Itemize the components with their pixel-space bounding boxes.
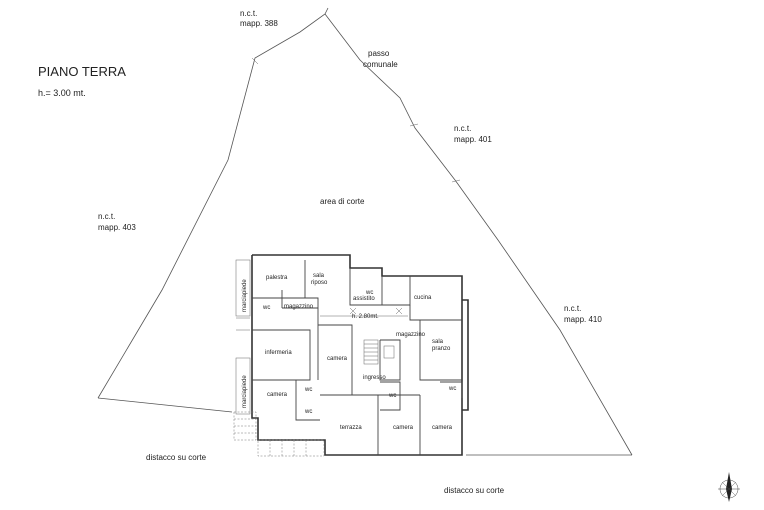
room-palestra: palestra xyxy=(266,275,288,281)
plan-title: PIANO TERRA xyxy=(38,64,126,79)
room-wc-1: wc xyxy=(262,305,270,311)
boundary-tick xyxy=(251,57,259,65)
room-infermeria: infermeria xyxy=(265,350,292,356)
height-note: h.= 3.00 mt. xyxy=(38,88,86,98)
room-wc-3: wc xyxy=(304,387,312,393)
label-comunale: comunale xyxy=(363,60,398,69)
label-nct-403: n.c.t. xyxy=(98,212,115,221)
site-boundary-bottom xyxy=(97,397,233,413)
room-cucina: cucina xyxy=(414,295,432,301)
label-distacco-left: distacco su corte xyxy=(146,453,207,462)
room-wc-4: wc xyxy=(388,393,396,399)
label-distacco-bottom: distacco su corte xyxy=(444,486,505,495)
room-marciapiede-top: marciapiede xyxy=(242,279,248,312)
label-area-corte: area di corte xyxy=(320,197,365,206)
room-wc-assistito-2: assistito xyxy=(353,296,375,302)
room-h-note: h. 2.80mt. xyxy=(352,314,379,320)
corridor-mark xyxy=(349,307,357,315)
label-mapp-403: mapp. 403 xyxy=(98,223,136,232)
room-sala-pranzo-2: pranzo xyxy=(432,346,451,352)
room-terrazza: terrazza xyxy=(340,425,362,431)
marciapiede-strip xyxy=(235,259,251,415)
room-camera-left: camera xyxy=(267,392,288,398)
label-nct-388: n.c.t. xyxy=(240,9,257,18)
corridor-mark xyxy=(395,307,403,315)
label-mapp-410: mapp. 410 xyxy=(564,315,602,324)
label-nct-410: n.c.t. xyxy=(564,304,581,313)
boundary-tick xyxy=(451,179,461,183)
room-camera-right: camera xyxy=(432,425,453,431)
room-sala-riposo-1: sala xyxy=(313,273,325,279)
room-magazzino-2: magazzino xyxy=(396,332,426,338)
room-sala-pranzo-1: sala xyxy=(432,339,444,345)
label-mapp-401: mapp. 401 xyxy=(454,135,492,144)
room-sala-riposo-2: riposo xyxy=(311,280,328,286)
room-wc-2: wc xyxy=(448,386,456,392)
stairs xyxy=(363,339,395,365)
room-camera-center: camera xyxy=(327,356,348,362)
exterior-steps xyxy=(233,411,325,457)
room-camera-mid: camera xyxy=(393,425,414,431)
label-nct-401: n.c.t. xyxy=(454,124,471,133)
label-passo: passo xyxy=(368,49,390,58)
label-mapp-388: mapp. 388 xyxy=(240,19,278,28)
room-marciapiede-bottom: marciapiede xyxy=(242,375,248,408)
room-magazzino-1: magazzino xyxy=(284,304,314,310)
site-boundary xyxy=(97,7,329,399)
room-ingresso: ingresso xyxy=(363,375,386,381)
boundary-tick xyxy=(409,123,419,127)
north-arrow-icon xyxy=(718,472,740,502)
room-wc-assistito-1: wc xyxy=(365,290,373,296)
site-boundary-top xyxy=(324,13,633,456)
room-wc-5: wc xyxy=(304,409,312,415)
